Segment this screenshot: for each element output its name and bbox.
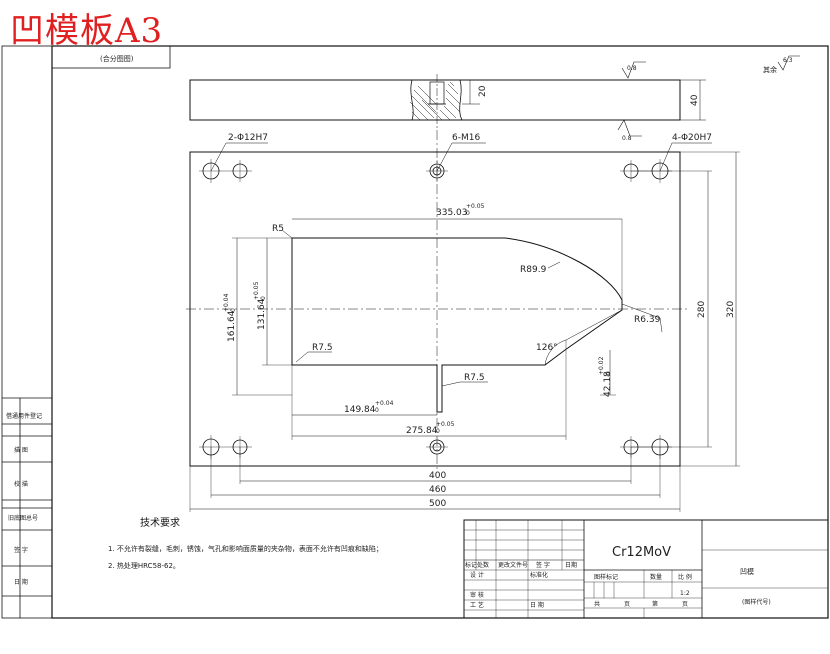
dim-500: 500 [429, 499, 446, 509]
tb-material: Cr12MoV [612, 545, 671, 560]
dim-335-tol: +0.05 [466, 203, 485, 210]
tech-req-line2: 2. 热处理HRC58-62。 [108, 561, 180, 570]
tech-req-line1: 1. 不允许有裂缝，毛刺，锈蚀，气孔和影响面质量的夹杂物，表面不允许有凹痕和缺陷… [108, 544, 383, 553]
drawing-title: 凹模板A3 [10, 11, 164, 51]
tb-lbl-process: 工 艺 [470, 601, 484, 609]
dim-280: 280 [697, 301, 707, 318]
label-r75-b: R7.5 [464, 373, 485, 383]
dim-275: 275.84 [406, 426, 438, 436]
tb-lbl-sheet-unit: 页 [624, 601, 630, 608]
outer-border [1, 45, 829, 619]
dim-131: 131.64 [257, 298, 267, 330]
tb-lbl-weight: 数量 [650, 573, 662, 581]
dim-400: 400 [429, 471, 446, 481]
tb-lbl-design: 设 计 [470, 571, 484, 579]
dim-460: 460 [429, 485, 446, 495]
tb-lbl-change: 更改文件号 [498, 561, 528, 569]
dim-275-tol: +0.05 [436, 421, 455, 428]
title-block: 标记处数 更改文件号 签 字 日期 设 计 标准化 审 核 工 艺 日 期 Cr… [463, 519, 829, 619]
side-row-3: 校 描 [14, 480, 28, 488]
dim-275-tol0: 0 [436, 428, 440, 435]
tb-part-code: (图样代号) [742, 598, 771, 606]
dim-149-tol: +0.04 [375, 400, 394, 407]
dim-161: 161.64 [227, 310, 237, 342]
side-row-1: 借通用件登记 [6, 412, 42, 420]
label-holes-right: 4-Φ20H7 [672, 133, 712, 143]
roughness-top: 0.8 [627, 65, 637, 72]
label-holes-left: 2-Φ12H7 [228, 133, 268, 143]
tb-lbl-sign: 签 字 [536, 561, 550, 569]
dim-42: 42.18 [603, 371, 613, 397]
dim-161-tol0: 0 [230, 308, 237, 312]
tb-lbl-page: 第 [652, 600, 658, 608]
label-r5: R5 [272, 224, 284, 234]
top-view: 20 40 0.8 0.8 其余 6.3 [189, 55, 800, 142]
dim-131-tol: +0.05 [253, 281, 260, 300]
side-table: 借通用件登记 描 图 校 描 旧底图总号 签 字 日 期 [2, 397, 52, 618]
tb-lbl-stage: 图样标记 [594, 573, 618, 581]
side-row-5: 签 字 [14, 546, 28, 554]
tb-lbl-mark: 标记处数 [465, 561, 489, 569]
roughness-bottom: 0.8 [622, 135, 632, 142]
tb-lbl-page-unit: 页 [682, 601, 688, 608]
drawing-number-text: (合分图图) [100, 54, 134, 63]
tb-lbl-check: 审 核 [470, 591, 484, 599]
dim-320: 320 [726, 301, 736, 318]
tb-lbl-scale: 比 例 [678, 573, 692, 581]
tb-scale-value: 1:2 [680, 590, 690, 597]
side-row-2: 描 图 [14, 446, 28, 454]
roughness-rest-value: 6.3 [783, 57, 793, 64]
dim-42-tol0: 0 [605, 371, 612, 375]
dim-335: 335.03 [436, 208, 468, 218]
tb-lbl-std: 标准化 [530, 571, 548, 579]
roughness-rest-label: 其余 [763, 65, 777, 74]
tb-lbl-date2: 日 期 [530, 601, 544, 609]
cavity-contour [291, 237, 623, 413]
label-r639: R6.39 [634, 315, 661, 325]
plan-view: 2-Φ12H7 6-M16 4-Φ20H7 R5 R89.9 R6.39 R7.… [186, 130, 740, 512]
side-row-4: 旧底图总号 [8, 514, 38, 522]
dim-149-tol0: 0 [375, 407, 379, 414]
label-r75-a: R7.5 [312, 343, 333, 353]
tb-lbl-total: 共 [594, 600, 600, 608]
label-r89: R89.9 [520, 265, 547, 275]
technical-requirements: 技术要求 1. 不允许有裂缝，毛刺，锈蚀，气孔和影响面质量的夹杂物，表面不允许有… [108, 516, 383, 570]
tb-part-name: 凹模 [740, 567, 754, 576]
side-row-6: 日 期 [14, 578, 28, 586]
dim-42-tol: +0.02 [598, 356, 605, 375]
dim-335-tol0: 0 [466, 210, 470, 217]
label-angle: 126° [536, 343, 558, 353]
dim-131-tol0: 0 [260, 296, 267, 300]
dim-depth-20: 20 [478, 85, 488, 97]
tb-lbl-date: 日期 [565, 561, 577, 569]
dim-161-tol: +0.04 [223, 293, 230, 312]
dim-149: 149.84 [344, 405, 376, 415]
tech-req-title: 技术要求 [140, 516, 180, 529]
dim-thickness-40: 40 [690, 94, 700, 106]
label-holes-mid: 6-M16 [452, 133, 480, 143]
inner-frame [51, 45, 829, 619]
drawing-number-box [51, 45, 171, 69]
